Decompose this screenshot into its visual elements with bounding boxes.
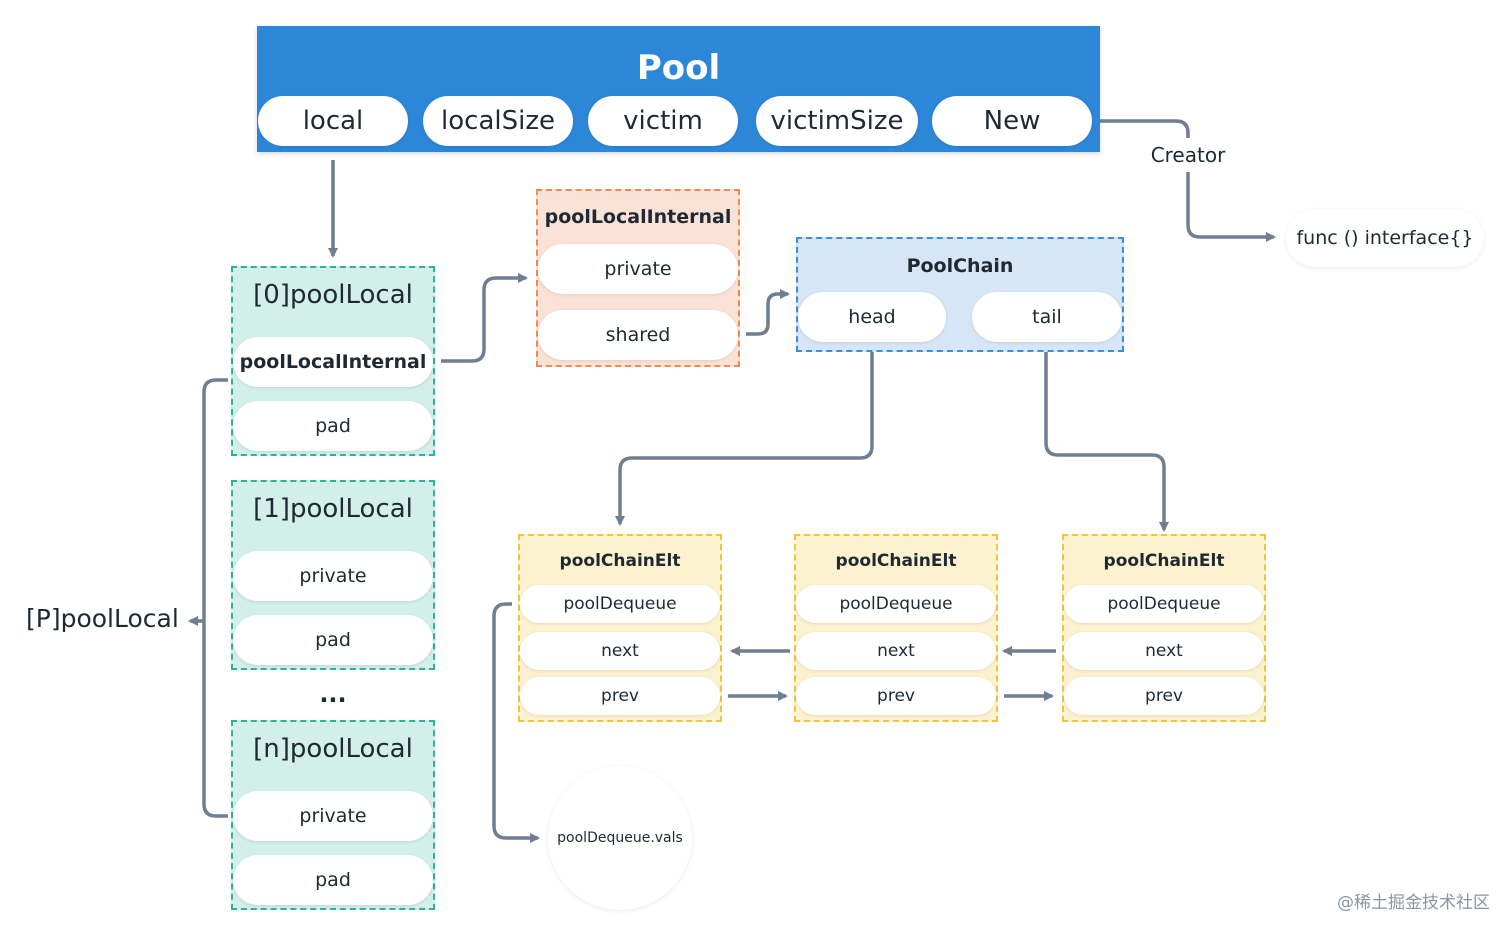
- poollocalinternal-title: poolLocalInternal: [544, 206, 732, 228]
- poollocal-1-field-private: private: [233, 551, 433, 601]
- poollocalinternal-field-shared: shared: [538, 310, 738, 360]
- poolchainelt-2-field-dequeue: poolDequeue: [796, 585, 996, 623]
- poolchainelt-1-field-next: next: [520, 632, 720, 670]
- arrow-creator-to-func: [1186, 172, 1276, 242]
- pool-field-local: local: [258, 96, 408, 146]
- pool-title: Pool: [636, 48, 721, 88]
- poolchainelt-1-field-dequeue: poolDequeue: [520, 585, 720, 623]
- poolchain-field-head: head: [798, 292, 946, 342]
- pool-field-victimsize: victimSize: [756, 96, 918, 146]
- poolchainelt-3-field-next: next: [1064, 632, 1264, 670]
- arrow-dequeue-to-vals: [492, 602, 540, 843]
- poollocal-ellipsis: ...: [319, 680, 347, 708]
- poollocal-0-field-pad: pad: [233, 401, 433, 451]
- poollocalinternal-field-private: private: [538, 244, 738, 294]
- poolchainelt-1-field-prev: prev: [520, 677, 720, 715]
- arrow-tail-to-elt: [1044, 352, 1169, 532]
- poollocal-n-field-private: private: [233, 791, 433, 841]
- creator-label: Creator: [1140, 143, 1236, 167]
- poolchain-field-tail: tail: [972, 292, 1122, 342]
- arrow-head-to-elt: [615, 352, 874, 526]
- poollocal-1-title: [1]poolLocal: [253, 494, 413, 524]
- bracket-p-poollocal: [202, 378, 228, 818]
- poolchainelt-2-field-next: next: [796, 632, 996, 670]
- poolchain-title: PoolChain: [906, 255, 1014, 277]
- arrow-shared-to-chain: [746, 289, 790, 336]
- poolchainelt-3-title: poolChainElt: [1103, 551, 1225, 571]
- func-interface-node: func () interface{}: [1286, 209, 1484, 267]
- poollocal-1-field-pad: pad: [233, 615, 433, 665]
- poollocal-0-title: [0]poolLocal: [253, 280, 413, 310]
- poolchainelt-2-title: poolChainElt: [835, 551, 957, 571]
- arrow-internal-to-box: [441, 273, 528, 363]
- arrow-new-to-creator: [1100, 119, 1190, 138]
- poolchainelt-3-field-dequeue: poolDequeue: [1064, 585, 1264, 623]
- pooldequeue-vals-node: poolDequeue.vals: [548, 766, 692, 910]
- poolchainelt-1-title: poolChainElt: [559, 551, 681, 571]
- pool-field-new: New: [932, 96, 1092, 146]
- pool-field-victim: victim: [588, 96, 738, 146]
- watermark: @稀土掘金技术社区: [1337, 893, 1490, 913]
- poollocal-n-title: [n]poolLocal: [253, 734, 413, 764]
- poollocal-n-field-pad: pad: [233, 855, 433, 905]
- pool-field-localsize: localSize: [423, 96, 573, 146]
- poollocal-0-field-internal: poolLocalInternal: [233, 337, 433, 387]
- poolchainelt-3-field-prev: prev: [1064, 677, 1264, 715]
- poolchainelt-2-field-prev: prev: [796, 677, 996, 715]
- p-poollocal-label: [P]poolLocal: [26, 604, 179, 633]
